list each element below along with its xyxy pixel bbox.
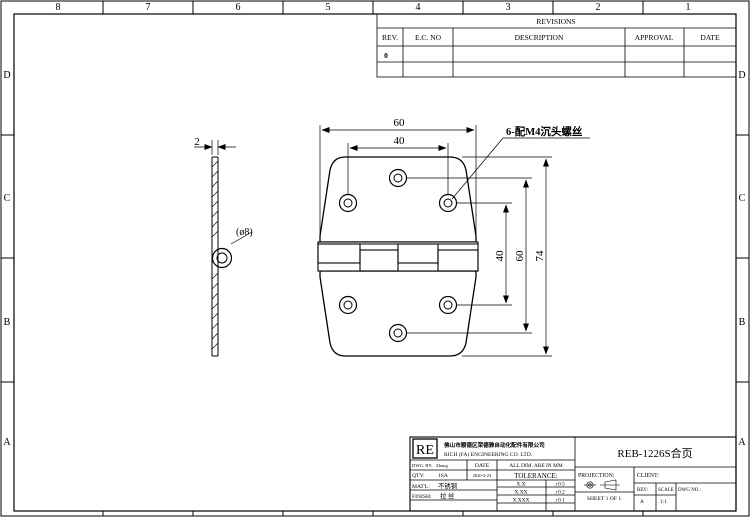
- qty-value: 1SA: [438, 473, 448, 479]
- tolerance-label: TOLERANCE:: [514, 472, 557, 480]
- date-header: DATE: [700, 33, 720, 42]
- description-header: DESCRIPTION: [515, 33, 564, 42]
- title-block: RE 佛山市顺德区荣德雅自动化配件有限公司 RICH (FA) ENGINEER…: [409, 436, 737, 512]
- height-60-dimension: 60: [514, 250, 526, 262]
- col-label-6: 6: [236, 2, 241, 13]
- client-label: CLIENT:: [637, 473, 659, 479]
- dims-note: ALL DIM. ARE IN MM: [509, 463, 562, 469]
- dwg-by-value: Zhang: [436, 463, 448, 468]
- qty-label: QTY:: [412, 473, 425, 479]
- hinge-front-view: 60 40 40 60 74 6-配M4沉头螺丝: [317, 117, 590, 357]
- finish-label: FINISH:: [412, 494, 432, 500]
- scale-label: SCALE: [658, 488, 674, 493]
- row-label-c-right: C: [739, 193, 746, 204]
- company-name-cn: 佛山市顺德区荣德雅自动化配件有限公司: [443, 441, 545, 449]
- col-label-7: 7: [146, 2, 151, 13]
- tolerance-value-1: ±0.5: [555, 482, 565, 488]
- height-74-dimension: 74: [534, 250, 546, 262]
- scale-value: 1:1: [660, 499, 667, 505]
- col-label-4: 4: [416, 2, 421, 13]
- date-label: DATE: [475, 463, 490, 469]
- width-40-dimension: 40: [394, 135, 406, 147]
- projection-label: PROJECTION:: [578, 473, 615, 479]
- tolerance-key-1: X.X: [516, 482, 525, 488]
- row-label-b-right: B: [739, 317, 746, 328]
- finish-value: 拉 丝: [440, 491, 455, 500]
- row-label-b-left: B: [4, 317, 11, 328]
- col-label-1: 1: [686, 2, 691, 13]
- company-logo: RE: [416, 443, 434, 458]
- tolerance-key-2: X.XX: [514, 490, 527, 496]
- revisions-table: REVISIONS REV. E.C. NO DESCRIPTION APPRO…: [376, 13, 737, 78]
- matl-value: 不锈钢: [438, 481, 457, 490]
- hinge-side-view: 2 (ø8): [194, 136, 253, 357]
- date-value: 2020-4-23: [473, 473, 492, 478]
- col-label-8: 8: [56, 2, 61, 13]
- revisions-title: REVISIONS: [536, 17, 575, 26]
- row-label-c-left: C: [4, 193, 11, 204]
- drawing-title: REB-1226S合页: [617, 446, 692, 460]
- ec-no-header: E.C. NO: [415, 33, 442, 42]
- screw-note: 6-配M4沉头螺丝: [506, 125, 583, 138]
- revision-row-0-rev: 0: [384, 51, 388, 60]
- thickness-dimension: 2: [194, 136, 200, 148]
- pin-diameter-dimension: (ø8): [236, 227, 253, 238]
- col-label-2: 2: [596, 2, 601, 13]
- row-label-a-left: A: [3, 437, 11, 448]
- height-40-dimension: 40: [494, 250, 506, 262]
- company-name-en: RICH (FA) ENGINEERING CO. LTD.: [444, 451, 533, 458]
- row-label-d-left: D: [3, 70, 10, 81]
- row-label-a-right: A: [738, 437, 746, 448]
- rev-label: REV:: [637, 488, 648, 493]
- row-label-d-right: D: [738, 70, 745, 81]
- projection-symbol: [584, 479, 620, 491]
- tolerance-value-2: ±0.2: [555, 490, 565, 496]
- col-label-5: 5: [326, 2, 331, 13]
- matl-label: MAT'L:: [412, 484, 430, 490]
- approval-header: APPROVAL: [635, 33, 674, 42]
- width-60-dimension: 60: [394, 117, 406, 129]
- tolerance-value-3: ±0.1: [555, 498, 565, 504]
- sheet-label: SHEET 1 OF 1: [587, 496, 621, 502]
- rev-value: A: [640, 499, 644, 505]
- rev-header: REV.: [382, 33, 398, 42]
- col-label-3: 3: [506, 2, 511, 13]
- dwg-by-label: DWG. BY:: [412, 463, 433, 468]
- dwg-no-label: DWG NO.:: [678, 488, 701, 493]
- tolerance-key-3: X.XXX: [513, 498, 530, 504]
